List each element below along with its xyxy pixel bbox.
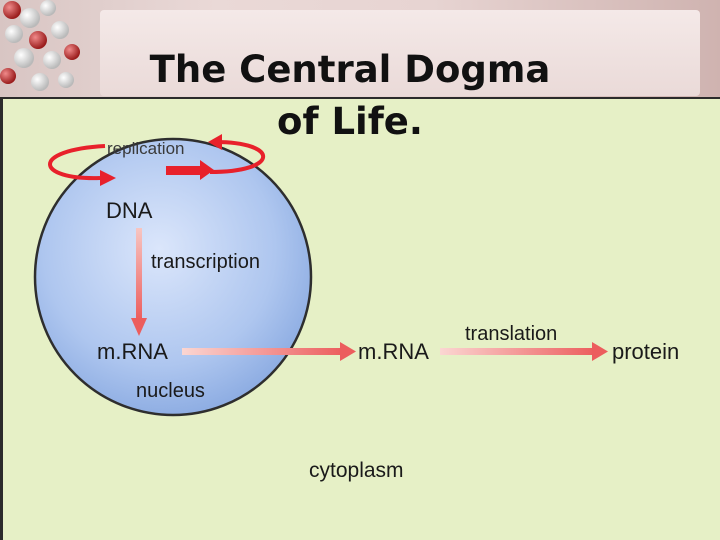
- replication-bar-icon: [166, 166, 202, 175]
- replication-arrowhead-right-icon: [208, 134, 222, 150]
- title-card: [100, 10, 700, 96]
- replication-arrowhead-left-icon: [100, 170, 116, 186]
- mrna-nucleus-label: m.RNA: [97, 339, 168, 364]
- nucleus-label: nucleus: [136, 380, 205, 402]
- mrna-cytoplasm-label: m.RNA: [358, 339, 429, 364]
- export-arrow-shaft: [182, 348, 344, 355]
- cytoplasm-label: cytoplasm: [309, 459, 404, 482]
- translation-arrowhead-icon: [592, 342, 608, 361]
- header-banner: [0, 0, 720, 100]
- replication-arrows-icon: [48, 140, 265, 181]
- nucleus-circle: [33, 137, 313, 417]
- protein-label: protein: [612, 339, 679, 364]
- dna-label: DNA: [106, 198, 153, 223]
- translation-arrow-shaft: [440, 348, 596, 355]
- translation-label: translation: [465, 323, 557, 345]
- replication-bar-arrowhead-icon: [200, 160, 214, 180]
- transcription-arrowhead-icon: [131, 318, 147, 336]
- transcription-label: transcription: [151, 251, 260, 273]
- slide-title: The Central Dogma of Life.: [149, 48, 551, 143]
- replication-label: replication: [107, 139, 185, 158]
- molecule-decoration-icon: [0, 0, 80, 91]
- export-arrowhead-icon: [340, 342, 356, 361]
- transcription-arrow-shaft: [136, 228, 142, 320]
